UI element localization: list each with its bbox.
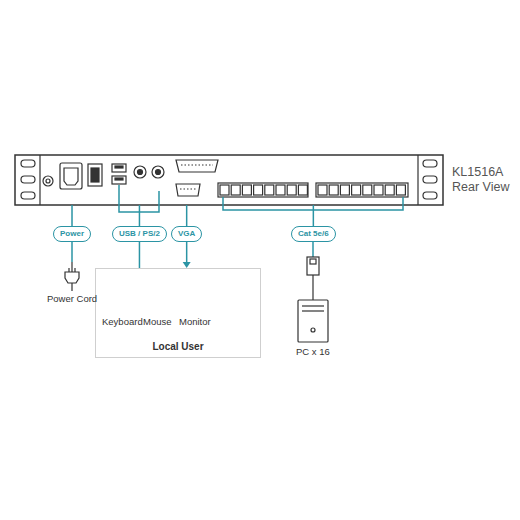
device-label: Keyboard: [102, 316, 143, 327]
port-tag: USB / PS/2: [112, 226, 167, 242]
local-user-box: Local User: [95, 268, 261, 358]
connector: [72, 205, 73, 226]
connector: [139, 205, 140, 226]
node-text: Local User: [96, 341, 260, 352]
port-tag: Power: [53, 226, 91, 242]
connector: [313, 205, 314, 226]
rj45-plug: [307, 257, 319, 275]
node-text: USB / PS/2: [119, 229, 160, 239]
connector: [139, 242, 140, 268]
connector: [186, 205, 187, 226]
node-text: Power: [60, 229, 84, 239]
port-tag: VGA: [171, 226, 202, 242]
rack-panel: [15, 155, 443, 205]
pc-tower: [298, 300, 328, 342]
device-label: Mouse: [143, 316, 172, 327]
device-label: Monitor: [179, 316, 211, 327]
rack-device: KL1516A Rear View: [15, 155, 443, 205]
node-text: Cat 5e/6: [298, 229, 329, 239]
node-text: VGA: [178, 229, 195, 239]
device-label: Power Cord: [47, 293, 97, 304]
port-tag: Cat 5e/6: [291, 226, 336, 242]
connector: [183, 242, 191, 268]
device-label: PC x 16: [296, 346, 330, 357]
node-text: KL1516A Rear View: [452, 165, 518, 195]
